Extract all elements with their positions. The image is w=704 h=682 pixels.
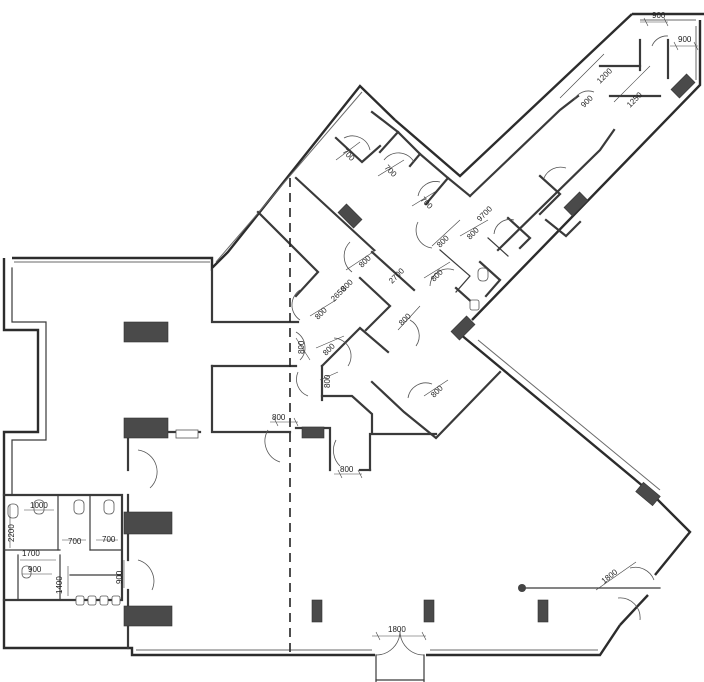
dimension-label: 1700 bbox=[22, 549, 40, 558]
toilet-fixture bbox=[103, 499, 115, 515]
sink-fixture bbox=[469, 299, 480, 311]
dimension-label: 1400 bbox=[55, 576, 64, 594]
dimension-label: 800 bbox=[297, 340, 306, 354]
sink-fixture bbox=[87, 595, 97, 606]
toilet-fixture bbox=[73, 499, 85, 515]
column bbox=[123, 321, 169, 343]
column bbox=[537, 599, 549, 623]
dimension-label: 1800 bbox=[600, 567, 620, 585]
toilet-fixture bbox=[33, 499, 45, 515]
sink-fixture bbox=[75, 595, 85, 606]
door-swings bbox=[137, 35, 669, 682]
column bbox=[450, 315, 476, 341]
dimension-label: 900 bbox=[579, 93, 595, 109]
dimension-label: 700 bbox=[341, 147, 357, 163]
dimension-label: 1200 bbox=[595, 66, 614, 85]
dimension-label: 800 bbox=[429, 383, 445, 399]
column bbox=[423, 599, 435, 623]
interior-walls bbox=[126, 38, 670, 650]
dimension-label: 800 bbox=[340, 465, 354, 474]
dimension-label: 700 bbox=[102, 535, 116, 544]
dimension-label: 800 bbox=[272, 413, 286, 422]
dimension-label: 2200 bbox=[7, 524, 16, 542]
dimension-label: 1250 bbox=[625, 90, 644, 109]
column bbox=[123, 511, 173, 535]
corridor-wc bbox=[175, 267, 489, 439]
toilet-fixture bbox=[477, 267, 489, 282]
dimension-label: 800 bbox=[397, 311, 413, 327]
toilet-fixture bbox=[21, 565, 32, 579]
column bbox=[635, 481, 661, 507]
column bbox=[563, 191, 589, 217]
dimension-label: 800 bbox=[357, 253, 373, 269]
dimension-label: 800 bbox=[323, 374, 332, 388]
toilet-block bbox=[2, 493, 124, 606]
dimension-label: 900 bbox=[115, 570, 124, 584]
exterior-walls bbox=[2, 12, 704, 657]
dimension-label: 800 bbox=[465, 225, 481, 241]
structural-columns bbox=[123, 73, 696, 627]
column bbox=[301, 426, 325, 439]
toilet-fixture bbox=[7, 503, 19, 519]
column bbox=[337, 203, 363, 229]
dimension-label: 900 bbox=[28, 565, 42, 574]
dimension-labels: 900 900 1200 900 1250 700 700 700 9700 8… bbox=[7, 11, 692, 634]
dimension-label: 1000 bbox=[30, 501, 48, 510]
column bbox=[670, 73, 696, 99]
dimension-label: 1800 bbox=[388, 625, 406, 634]
dimension-lines bbox=[9, 17, 699, 641]
column bbox=[311, 599, 323, 623]
dimension-label: 900 bbox=[652, 11, 666, 20]
entrance-marker bbox=[518, 584, 661, 592]
column bbox=[123, 605, 173, 627]
dimension-label: 9700 bbox=[475, 204, 494, 223]
counter-fixture bbox=[175, 429, 199, 439]
dimension-label: 700 bbox=[383, 163, 399, 179]
dimension-label: 900 bbox=[678, 35, 692, 44]
dimension-label: 800 bbox=[313, 305, 329, 321]
dimension-label: 700 bbox=[68, 537, 82, 546]
column bbox=[123, 417, 169, 439]
sink-fixture bbox=[99, 595, 109, 606]
dimension-label: 800 bbox=[321, 341, 337, 357]
sink-fixture bbox=[111, 595, 121, 606]
dimension-label: 800 bbox=[435, 233, 451, 249]
